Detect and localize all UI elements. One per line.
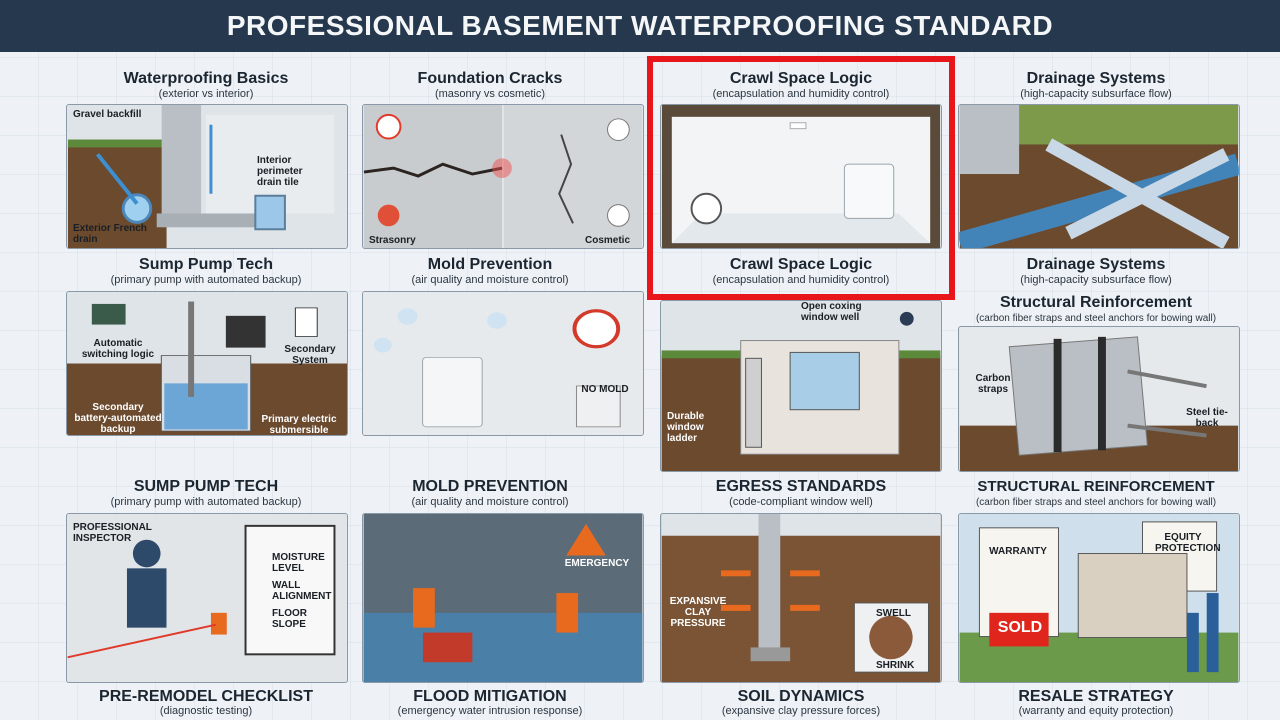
check-wall: WALL ALIGNMENT bbox=[272, 580, 332, 602]
label-gravel-backfill: Gravel backfill bbox=[73, 109, 142, 120]
label-window-well: Open coxing window well bbox=[801, 301, 862, 323]
card-title-egress: EGRESS STANDARDS bbox=[715, 478, 887, 495]
label-equity: EQUITY PROTECTION bbox=[1155, 532, 1221, 554]
egress-illustration bbox=[661, 301, 941, 471]
card-subtitle-cracks: (masonry vs cosmetic) bbox=[434, 88, 546, 100]
card-title-mold-upper: MOLD PREVENTION bbox=[412, 478, 568, 495]
card-title-soil: SOIL DYNAMICS bbox=[737, 688, 865, 705]
card-title-drainage: Drainage Systems bbox=[1026, 70, 1166, 87]
label-strasonry: Strasonry bbox=[369, 235, 416, 246]
card-title-sump: Sump Pump Tech bbox=[139, 256, 273, 273]
label-interior-drain: Interior perimeter drain tile bbox=[257, 155, 303, 188]
label-clay-pressure: EXPANSIVE CLAY PRESSURE bbox=[669, 596, 727, 629]
label-no-mold: NO MOLD bbox=[581, 384, 629, 395]
card-subtitle-resale: (warranty and equity protection) bbox=[1018, 705, 1174, 717]
mold-illustration bbox=[363, 292, 643, 435]
card-title-structural-upper: STRUCTURAL REINFORCEMENT bbox=[977, 478, 1215, 495]
card-title-crawl-repeat: Crawl Space Logic bbox=[729, 256, 873, 273]
card-subtitle-drainage: (high-capacity subsurface flow) bbox=[1020, 88, 1172, 100]
waterproofing-illustration bbox=[67, 105, 347, 248]
resale-illustration bbox=[959, 514, 1239, 682]
card-title-mold: Mold Prevention bbox=[427, 256, 553, 273]
card-subtitle-crawl-repeat: (encapsulation and humidity control) bbox=[712, 274, 890, 286]
card-title-flood: FLOOD MITIGATION bbox=[413, 688, 567, 705]
card-subtitle-soil: (expansive clay pressure forces) bbox=[721, 705, 881, 717]
card-title-waterproofing: Waterproofing Basics bbox=[123, 70, 289, 87]
panel-checklist: PROFESSIONAL INSPECTOR MOISTURE LEVEL WA… bbox=[66, 513, 348, 683]
drainage-illustration bbox=[959, 105, 1239, 248]
header-banner: PROFESSIONAL BASEMENT WATERPROOFING STAN… bbox=[0, 0, 1280, 52]
card-subtitle-flood: (emergency water intrusion response) bbox=[397, 705, 583, 717]
card-subtitle-checklist: (diagnostic testing) bbox=[159, 705, 253, 717]
label-switching: Automatic switching logic bbox=[81, 338, 155, 360]
label-window-ladder: Durable window ladder bbox=[667, 411, 705, 444]
panel-mold: NO MOLD bbox=[362, 291, 644, 436]
card-subtitle-egress: (code-compliant window well) bbox=[729, 496, 873, 508]
card-title-drainage-repeat: Drainage Systems bbox=[1026, 256, 1166, 273]
label-shrink: SHRINK bbox=[876, 660, 915, 671]
label-french-drain: Exterior French drain bbox=[73, 223, 147, 245]
label-emergency: EMERGENCY bbox=[564, 558, 630, 569]
page-title: PROFESSIONAL BASEMENT WATERPROOFING STAN… bbox=[226, 10, 1054, 41]
checklist-illustration bbox=[67, 514, 347, 682]
card-title-resale: RESALE STRATEGY bbox=[1018, 688, 1174, 705]
card-subtitle-drainage-repeat: (high-capacity subsurface flow) bbox=[1020, 274, 1172, 286]
card-title-crawl: Crawl Space Logic bbox=[729, 70, 873, 87]
panel-sump-pump: Automatic switching logic Secondary Syst… bbox=[66, 291, 348, 436]
panel-soil: EXPANSIVE CLAY PRESSURE SWELL SHRINK bbox=[660, 513, 942, 683]
card-title-sump-upper: SUMP PUMP TECH bbox=[133, 478, 279, 495]
panel-foundation-cracks: Strasonry Cosmetic bbox=[362, 104, 644, 249]
card-subtitle-mold: (air quality and moisture control) bbox=[411, 274, 569, 286]
check-moisture: MOISTURE LEVEL bbox=[272, 552, 325, 574]
label-secondary-system: Secondary System bbox=[284, 344, 336, 366]
label-swell: SWELL bbox=[876, 608, 911, 619]
card-subtitle-crawl: (encapsulation and humidity control) bbox=[712, 88, 890, 100]
label-carbon-straps: Carbon straps bbox=[975, 373, 1011, 395]
check-floor: FLOOR SLOPE bbox=[272, 608, 307, 630]
panel-egress: Open coxing window well Durable window l… bbox=[660, 300, 942, 472]
card-subtitle-structural-upper: (carbon fiber straps and steel anchors f… bbox=[975, 497, 1217, 508]
label-steel-tieback: Steel tie-back bbox=[1186, 407, 1228, 429]
card-title-checklist: PRE-REMODEL CHECKLIST bbox=[99, 688, 313, 705]
structural-illustration bbox=[959, 327, 1239, 471]
sump-pump-illustration bbox=[67, 292, 347, 435]
card-subtitle-mold-upper: (air quality and moisture control) bbox=[411, 496, 569, 508]
label-cosmetic: Cosmetic bbox=[585, 235, 631, 246]
label-battery-backup: Secondary battery-automated backup bbox=[74, 402, 162, 435]
soil-illustration bbox=[661, 514, 941, 682]
flood-illustration bbox=[363, 514, 643, 682]
sold-sign: SOLD bbox=[997, 619, 1043, 636]
panel-crawl-space bbox=[660, 104, 942, 249]
card-title-cracks: Foundation Cracks bbox=[417, 70, 563, 87]
panel-resale: WARRANTY EQUITY PROTECTION SOLD bbox=[958, 513, 1240, 683]
card-subtitle-waterproofing: (exterior vs interior) bbox=[158, 88, 254, 100]
card-title-structural: Structural Reinforcement bbox=[999, 294, 1193, 311]
panel-waterproofing-basics: Gravel backfill Interior perimeter drain… bbox=[66, 104, 348, 249]
card-subtitle-structural: (carbon fiber straps and steel anchors f… bbox=[975, 313, 1217, 324]
label-inspector: PROFESSIONAL INSPECTOR bbox=[73, 522, 152, 544]
cracks-illustration bbox=[363, 105, 643, 248]
panel-flood: EMERGENCY bbox=[362, 513, 644, 683]
panel-drainage bbox=[958, 104, 1240, 249]
label-warranty: WARRANTY bbox=[989, 546, 1047, 557]
card-subtitle-sump-upper: (primary pump with automated backup) bbox=[110, 496, 302, 508]
panel-structural: Carbon straps Steel tie-back bbox=[958, 326, 1240, 472]
crawl-space-illustration bbox=[661, 105, 941, 248]
label-primary-pump: Primary electric submersible pump bbox=[261, 414, 337, 436]
card-subtitle-sump: (primary pump with automated backup) bbox=[110, 274, 302, 286]
